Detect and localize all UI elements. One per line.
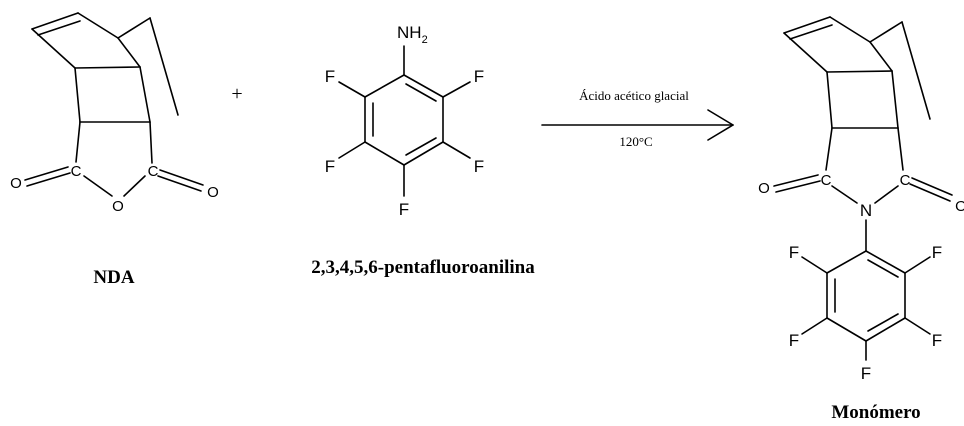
pentafluoroaniline-structure: [338, 45, 471, 197]
monomer-carbon-left: C: [821, 172, 832, 189]
amine-group: NH2: [397, 23, 428, 46]
nda-structure: [24, 12, 204, 197]
fluorine-2: F: [474, 67, 484, 86]
monomer-fluorine-5: F: [932, 331, 942, 350]
nda-ring-oxygen: O: [112, 198, 124, 215]
fluorine-4: F: [399, 200, 409, 219]
monomer-fluorine-6: F: [932, 243, 942, 262]
monomer-carbonyl-oxygen-right: O: [955, 198, 964, 215]
monomer-carbonyl-oxygen-left: O: [758, 180, 770, 197]
monomer-structure: [773, 16, 953, 361]
monomer-carbon-right: C: [900, 172, 911, 189]
plus-sign: +: [231, 83, 242, 105]
monomer-fluorine-4: F: [861, 364, 871, 383]
nda-label: NDA: [93, 267, 134, 288]
monomer-fluorine-2: F: [789, 243, 799, 262]
monomer-fluorine-3: F: [789, 331, 799, 350]
fluorine-3: F: [474, 157, 484, 176]
pentafluoroaniline-label: 2,3,4,5,6-pentafluoroanilina: [311, 257, 535, 278]
nda-carbonyl-oxygen-right: O: [207, 184, 219, 201]
monomer-label: Monómero: [831, 402, 920, 423]
reaction-arrow: [541, 109, 734, 141]
arrow-condition-temperature: 120°C: [619, 134, 652, 149]
nda-carbon-right: C: [148, 163, 159, 180]
fluorine-6: F: [325, 67, 335, 86]
arrow-condition-reagent: Ácido acético glacial: [579, 88, 689, 103]
fluorine-5: F: [325, 157, 335, 176]
monomer-nitrogen: N: [860, 201, 872, 220]
nda-carbonyl-oxygen-left: O: [10, 175, 22, 192]
nda-carbon-left: C: [71, 163, 82, 180]
